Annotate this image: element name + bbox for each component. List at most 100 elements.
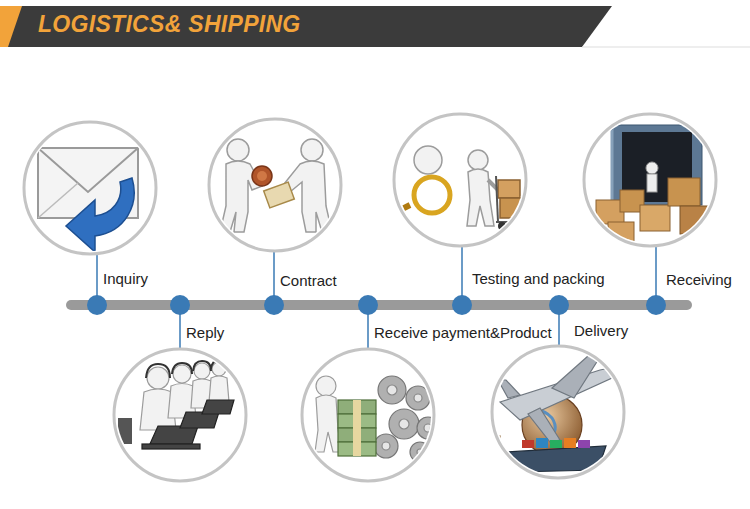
leader-lines-part [367,310,369,350]
step-label: Reply [186,324,224,342]
delivery-transport-part [550,440,562,448]
call-centre-part [142,400,234,449]
call-centre-part-part [147,367,169,389]
envelope-icon [38,148,138,252]
title-band-part [0,6,612,47]
delivery-transport [484,356,613,472]
timeline-part [452,295,472,315]
circle-frames-part [209,119,341,251]
delivery-transport-part [498,380,520,398]
payment-gears-part-part [406,386,430,410]
contract-figures [220,139,332,232]
testing-figures-part [496,176,498,222]
step-label: Delivery [574,322,628,340]
testing-figures-part [468,150,488,170]
call-centre-part-part [150,426,198,444]
delivery-transport-part [578,440,590,448]
payment-gears-part-part [417,417,439,439]
call-centre-part [146,360,227,378]
payment-gears-part-part [410,442,430,462]
testing-figures-part [498,180,520,198]
testing-figures-part [414,146,442,174]
delivery-transport-part [536,438,548,448]
title-band-part [0,6,22,47]
payment-gears-part-part [387,385,397,395]
timeline-part [87,295,107,315]
payment-gears-part-part [424,424,432,432]
leader-lines-part [461,245,463,300]
payment-gears-part-part [414,394,422,402]
call-centre-part-part [202,400,234,414]
call-centre [118,360,234,449]
step-label: Contract [280,272,337,290]
payment-gears-part-part [399,419,409,429]
container-boxes-part [668,178,700,206]
step-label: Receive payment&Product [374,324,552,342]
page-title: LOGISTICS& SHIPPING [38,11,301,38]
container-boxes-part [647,174,657,192]
delivery-transport-part [564,438,576,448]
timeline-part [646,295,666,315]
delivery-transport-part [552,356,598,398]
payment-gears-part [316,376,336,396]
timeline [66,295,692,315]
contract-figures-part [301,139,323,161]
payment-gears-part-part [374,434,398,458]
contract-figures-part [264,182,295,208]
container-boxes-part [640,205,670,231]
payment-gears-part [382,385,432,455]
call-centre-part-part [172,363,192,374]
circle-frames-part [24,122,156,254]
title-band [0,6,750,47]
envelope-icon-part [38,183,78,218]
testing-figures-part [498,222,506,230]
call-centre-part-part [194,363,210,379]
leader-lines [97,245,656,350]
testing-figures-part [396,205,410,212]
call-centre-part-part [146,364,170,378]
testing-figures-part [467,169,494,226]
payment-gears [315,376,439,462]
contract-figures-part [257,171,267,181]
call-centre-part-part [209,376,229,402]
payment-gears-part-part [382,442,390,450]
leader-lines-part [179,310,181,350]
payment-gears-part-part [378,376,406,404]
call-centre-part-part [193,361,211,371]
call-centre-part-part [142,444,200,449]
testing-figures-part [414,177,450,213]
container-boxes-part [646,162,658,174]
timeline-part [66,300,692,310]
circle-frames-part [584,114,716,246]
container-boxes-part [611,125,614,205]
leader-lines-part [558,310,560,347]
step-label: Receiving [666,271,732,289]
payment-gears-part-part [389,409,419,439]
title-band-part [582,47,750,48]
timeline-part [358,295,378,315]
testing-figures-part [518,222,526,230]
container-boxes [596,125,714,242]
timeline-part [264,295,284,315]
call-centre-part [118,418,132,444]
circle-frames [24,114,716,481]
call-centre-part-part [173,365,191,383]
testing-figures [396,146,528,230]
delivery-transport-part [484,436,500,450]
call-centre-part-part [211,360,227,369]
circle-frames-part [394,114,526,246]
step-label: Testing and packing [472,270,605,288]
step-label: Inquiry [103,270,148,288]
timeline-part [549,295,569,315]
delivery-transport-part [528,408,560,442]
container-boxes-part [608,222,634,242]
delivery-transport-part [522,440,534,448]
contract-figures-part [227,139,249,161]
leader-lines-part [655,245,657,300]
circle-frames-part [492,346,624,478]
testing-figures-part [500,198,524,218]
container-boxes-part [680,206,714,234]
call-centre-part-part [212,362,226,376]
payment-gears-part [374,376,439,462]
circle-frames-part [114,349,246,481]
